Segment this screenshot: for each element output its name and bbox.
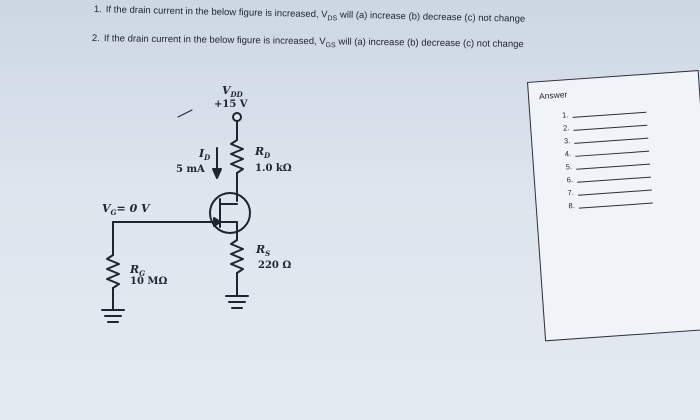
answer-blank[interactable] (578, 202, 653, 209)
jfet-gate-arrow (213, 217, 221, 227)
pen-mark (177, 109, 193, 118)
rs-label: RS (255, 243, 270, 258)
rd-resistor (230, 139, 244, 174)
jfet-symbol (209, 192, 251, 234)
answer-title: Answer (538, 89, 568, 102)
vg-label: VG= 0 V (102, 202, 151, 217)
vdd-label: VDD (222, 84, 244, 99)
answer-sheet: Answer 1. 2. 3. 4. 5. 6. 7. 8. (527, 70, 700, 342)
answer-row-number: 6. (566, 175, 574, 185)
rs-value: 220 Ω (258, 260, 291, 271)
answer-row-number: 7. (567, 188, 575, 198)
answer-blank[interactable] (574, 137, 649, 144)
rg-resistor (106, 254, 120, 289)
answer-row-number: 3. (563, 136, 571, 146)
answer-row-number: 1. (561, 110, 569, 120)
answer-blank[interactable] (576, 163, 651, 170)
answer-row-number: 5. (565, 162, 573, 172)
rs-resistor (230, 239, 244, 274)
rd-value: 1.0 kΩ (255, 163, 292, 174)
answer-row-number: 2. (562, 123, 570, 133)
id-label: ID (198, 147, 211, 162)
answer-blank[interactable] (577, 189, 652, 196)
answer-blank[interactable] (575, 150, 650, 157)
answer-row-8: 8. (554, 196, 653, 212)
answer-blank[interactable] (577, 176, 651, 183)
vdd-terminal (232, 112, 242, 122)
answer-row-number: 4. (564, 149, 572, 159)
rd-label: RD (254, 145, 271, 160)
answer-row-number: 8. (568, 200, 576, 211)
answer-blank[interactable] (573, 124, 648, 131)
answer-blank[interactable] (572, 111, 647, 118)
id-value: 5 mA (176, 164, 205, 175)
rg-label: RG (129, 263, 145, 278)
rg-value: 10 MΩ (130, 276, 167, 287)
id-arrow-head (212, 168, 222, 179)
vdd-value: +15 V (214, 99, 248, 110)
